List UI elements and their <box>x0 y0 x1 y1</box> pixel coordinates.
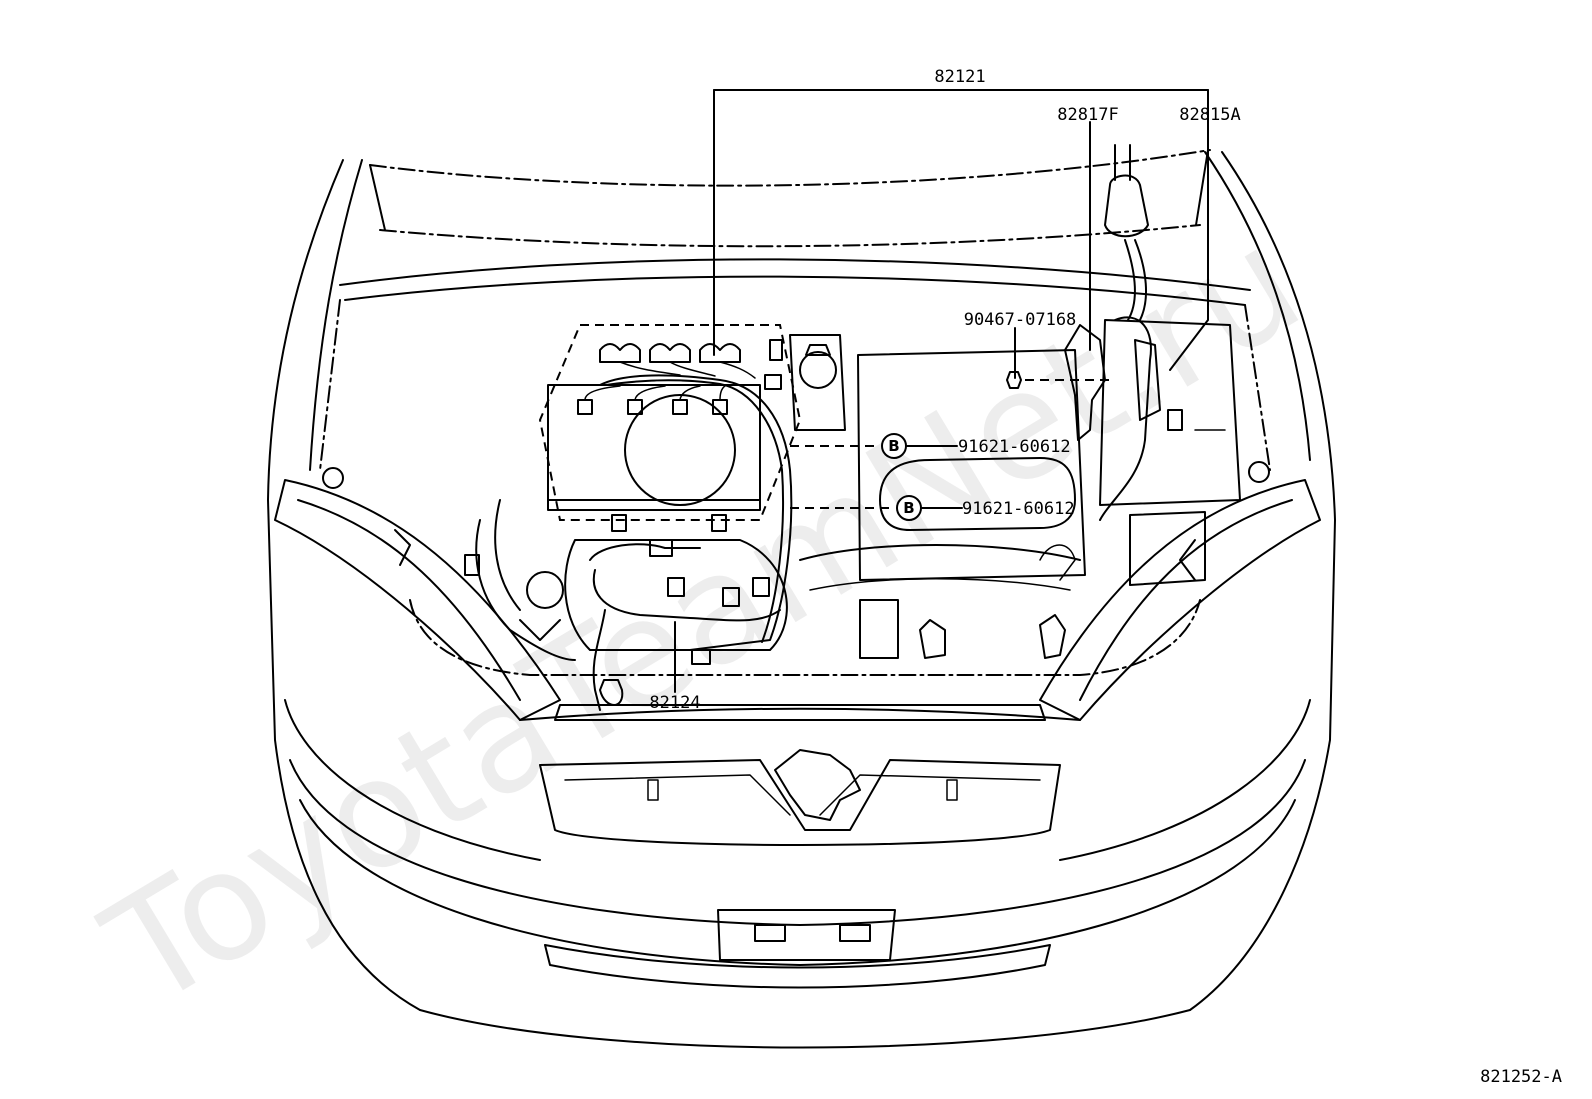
callout-82817F: 82817F <box>1057 105 1118 125</box>
diagram-id: 821252-A <box>1480 1067 1562 1087</box>
callout-91621-60612-lower: 91621-60612 <box>962 499 1075 519</box>
engine <box>464 324 802 661</box>
bracket-82817F <box>1064 324 1106 441</box>
callout-82121: 82121 <box>934 67 985 87</box>
callout-82124: 82124 <box>649 693 700 713</box>
battery <box>857 349 1086 581</box>
svg-text:B: B <box>888 437 899 455</box>
wire-harness-82121 <box>584 339 793 651</box>
holder-82815A <box>1099 144 1183 521</box>
callout-91621-60612-upper: 91621-60612 <box>958 437 1071 457</box>
callout-90467-07168: 90467-07168 <box>964 310 1077 330</box>
coolant-reservoir <box>789 334 846 431</box>
callout-leaders <box>674 89 1209 693</box>
bolt-marker-upper: B <box>881 433 907 459</box>
lower-components <box>322 461 1270 659</box>
bolt-marker-lower: B <box>896 495 922 521</box>
vehicle-body <box>267 149 1336 1049</box>
callout-82815A: 82815A <box>1179 105 1240 125</box>
svg-text:B: B <box>903 499 914 517</box>
relay-block <box>1099 319 1241 586</box>
wire-harness-82124 <box>589 539 781 711</box>
